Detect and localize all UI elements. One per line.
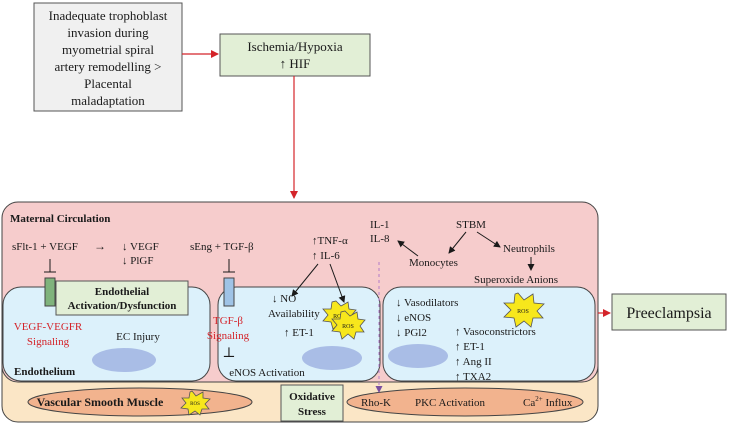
trophoblast-line-6: maladaptation <box>71 93 145 108</box>
ros-burst-smooth-muscle <box>180 390 211 416</box>
pkc-band <box>346 387 584 417</box>
vasodilators-down-label: ↓ Vasodilators <box>396 297 458 309</box>
arrow-monocytes-to-il <box>397 240 419 257</box>
ischemia-box <box>219 33 371 77</box>
oxidative-label: Oxidative <box>289 391 335 403</box>
et1-up-label-right: ↑ ET-1 <box>455 341 485 353</box>
vegf-arrow: → <box>94 239 106 253</box>
pkc-label: PKC Activation <box>415 397 485 409</box>
vegf-down-label: ↓ VEGF <box>122 241 159 253</box>
enos-activation-label: eNOS Activation <box>229 367 305 379</box>
arrow-tnf-to-no <box>291 263 319 297</box>
hif-label: ↑ HIF <box>280 56 311 71</box>
arrow-stbm-to-neutrophils <box>476 231 501 248</box>
ros-burst-middle-b <box>331 310 366 340</box>
neutrophils-label: Neutrophils <box>503 243 555 255</box>
endothelial-label: Endothelial <box>95 286 149 298</box>
trophoblast-line-4: artery remodelling > <box>55 59 162 74</box>
il6-label: ↑ IL-6 <box>312 250 340 262</box>
trophoblast-line-5: Placental <box>84 76 132 91</box>
il8-label: IL-8 <box>370 233 390 245</box>
trophoblast-line-3: myometrial spiral <box>62 42 154 57</box>
nucleus-right <box>388 344 448 368</box>
il1-label: IL-1 <box>370 219 390 231</box>
ros-label-right: ROS <box>517 309 529 315</box>
seng-tgfb-label: sEng + TGF-β <box>190 241 254 253</box>
preeclampsia-box <box>611 293 727 331</box>
rhok-label: Rho-K <box>361 397 391 409</box>
endothelial-dysfunction-box <box>55 280 189 316</box>
vegf-receptor <box>44 277 56 307</box>
trophoblast-line-1: Inadequate trophoblast <box>49 8 168 23</box>
txa2-up-label: ↑ TXA2 <box>455 371 491 383</box>
stress-label: Stress <box>298 406 327 418</box>
superoxide-label: Superoxide Anions <box>474 274 558 286</box>
oxidative-stress-box <box>280 384 344 422</box>
trophoblast-line-2: invasion during <box>67 25 149 40</box>
nucleus-left <box>92 348 156 372</box>
plgf-down-label: ↓ PlGF <box>122 255 154 267</box>
monocytes-label: Monocytes <box>409 257 458 269</box>
ros-label-middle-b: ROS <box>342 324 354 330</box>
nucleus-middle <box>302 346 362 370</box>
no-down-label: ↓ NO <box>272 293 296 305</box>
tgfb-receptor <box>223 277 235 307</box>
tnf-alpha-label: ↑TNF-α <box>312 235 348 247</box>
sflt-vegf-label: sFlt-1 + VEGF <box>12 241 78 253</box>
ros-label-smooth-muscle: ROS <box>190 402 200 407</box>
vegfr-signaling-line-1: VEGF-VEGFR <box>14 321 83 333</box>
ros-burst-right <box>503 292 545 328</box>
vegfr-signaling-line-2: Signaling <box>27 336 70 348</box>
tgfb-signaling-line-1: TGF-β <box>213 315 243 327</box>
activation-dysfunction-label: Activation/Dysfunction <box>68 300 177 312</box>
ros-label-middle-a: ROS <box>333 314 345 320</box>
trophoblast-box <box>33 2 183 112</box>
pgl2-down-label: ↓ PGl2 <box>396 327 427 339</box>
preeclampsia-label: Preeclampsia <box>626 305 711 322</box>
endothelium-label: Endothelium <box>14 366 75 378</box>
availability-label: Availability <box>268 308 320 320</box>
ischemia-title: Ischemia/Hypoxia <box>247 39 343 54</box>
tgfb-signaling-line-2: Signaling <box>207 330 250 342</box>
vascular-smooth-muscle-label: Vascular Smooth Muscle <box>37 395 164 409</box>
ec-injury-label: EC Injury <box>116 331 160 343</box>
enos-inhibit-symbol: ⊥ <box>222 346 235 361</box>
arrow-il6-to-ros <box>329 263 346 303</box>
enos-down-label: ↓ eNOS <box>396 312 431 324</box>
ang-ii-up-label: ↑ Ang II <box>455 356 492 368</box>
maternal-circulation-title: Maternal Circulation <box>10 213 110 225</box>
vasoconstrictors-up-label: ↑ Vasoconstrictors <box>455 326 536 338</box>
calcium-label: Ca2+ Influx <box>523 395 573 409</box>
et1-up-label-middle: ↑ ET-1 <box>284 327 314 339</box>
arrow-stbm-to-monocytes <box>448 231 467 254</box>
stbm-label: STBM <box>456 219 486 231</box>
